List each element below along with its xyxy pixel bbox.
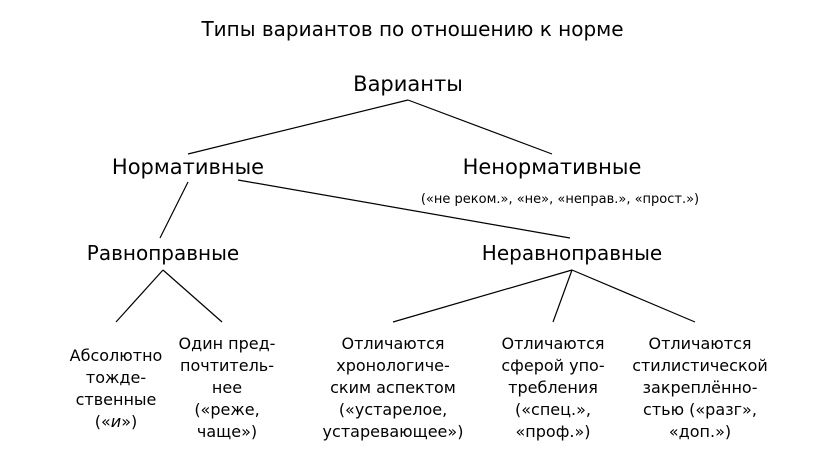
leaf-stylistic-line-2: стилистической — [632, 356, 768, 375]
leaf-stylistic-line-1: Отличаются — [648, 334, 752, 353]
leaf-one-preferred: Один пред- почтитель- нее («реже, чаще») — [162, 333, 292, 443]
leaf-preferred-line-3: нее — [211, 378, 243, 397]
edge-root-normative — [187, 99, 409, 155]
node-variants: Варианты — [353, 72, 463, 96]
leaf-sphere-line-4: («спец.», — [515, 400, 591, 419]
leaf-sphere-line-3: требления — [508, 378, 598, 397]
leaf-stylistic-line-5: «доп.») — [668, 422, 732, 441]
node-equal: Равноправные — [86, 241, 240, 265]
nonnormative-marks: («не реком.», «не», «неправ.», «прост.») — [420, 192, 700, 207]
edge-unequal-sphere — [552, 269, 573, 323]
diagram-title: Типы вариантов по отношению к норме — [201, 17, 624, 41]
edge-unequal-stylistic — [571, 269, 696, 323]
leaf-usage-sphere: Отличаются сферой упо- требления («спец.… — [478, 333, 628, 443]
leaf-preferred-line-4: («реже, — [194, 400, 260, 419]
leaf-absolute-mark: («и») — [46, 411, 186, 433]
leaf-preferred-line-1: Один пред- — [178, 334, 276, 353]
leaf-preferred-line-2: почтитель- — [179, 356, 274, 375]
leaf-absolute-synonyms: Абсолютно тожде- ственные («и») — [46, 345, 186, 433]
mark-word: и — [110, 412, 122, 431]
leaf-stylistic-line-4: стью («разг», — [643, 400, 757, 419]
edge-equal-preferred — [162, 269, 223, 323]
leaf-absolute-line-3: ственные — [75, 390, 157, 409]
edge-normative-unequal — [237, 179, 571, 239]
leaf-stylistic: Отличаются стилистической закреплённо- с… — [620, 333, 780, 443]
leaf-stylistic-line-3: закреплённо- — [642, 378, 758, 397]
leaf-chronological-line-3: ским аспектом — [330, 378, 456, 397]
leaf-sphere-line-5: «проф.») — [515, 422, 591, 441]
mark-open: (« — [94, 412, 111, 431]
edge-equal-absolute — [115, 269, 164, 323]
leaf-preferred-line-5: чаще») — [196, 422, 258, 441]
edge-unequal-chronological — [392, 269, 573, 323]
node-nonnormative: Ненормативные — [462, 155, 642, 179]
node-normative: Нормативные — [111, 155, 265, 179]
leaf-chronological-line-4: («устарелое, — [338, 400, 448, 419]
leaf-absolute-line-2: тожде- — [85, 368, 147, 387]
node-unequal: Неравноправные — [481, 241, 663, 265]
edge-normative-equal — [159, 181, 189, 239]
leaf-sphere-line-1: Отличаются — [501, 334, 605, 353]
leaf-absolute-line-1: Абсолютно — [69, 346, 163, 365]
leaf-chronological-line-1: Отличаются — [341, 334, 445, 353]
leaf-chronological-line-2: хронологиче- — [336, 356, 450, 375]
edge-root-nonnormative — [407, 99, 553, 155]
mark-close: ») — [121, 412, 138, 431]
leaf-chronological-line-5: устаревающее») — [322, 422, 464, 441]
leaf-sphere-line-2: сферой упо- — [501, 356, 605, 375]
leaf-chronological: Отличаются хронологиче- ским аспектом («… — [308, 333, 478, 443]
